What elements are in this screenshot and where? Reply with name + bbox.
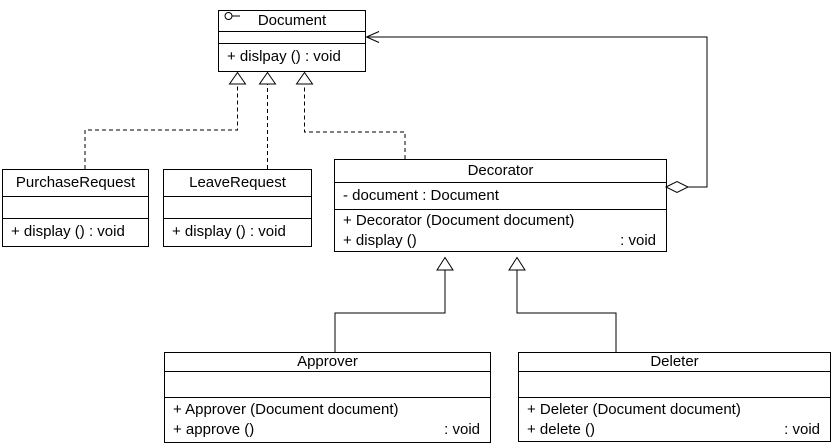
class-box-decorator: Decorator - document : Document + Decora… bbox=[334, 159, 667, 252]
hollow-triangle-arrowhead bbox=[508, 256, 526, 271]
method-display-leave-request: + display () : void bbox=[172, 223, 286, 241]
method-constructor-approver: + Approver (Document document) bbox=[173, 401, 399, 418]
hollow-triangle-arrowhead bbox=[436, 256, 454, 271]
class-methods-leave-request: + display () : void bbox=[164, 219, 311, 246]
class-box-deleter: Deleter + Deleter (Document document) + … bbox=[518, 352, 831, 442]
class-name-leave-request: LeaveRequest bbox=[189, 173, 286, 191]
class-attributes-purchase-request bbox=[3, 197, 148, 219]
realization-purchaserequest-document bbox=[84, 71, 247, 169]
class-title-purchase-request: PurchaseRequest bbox=[3, 170, 148, 197]
class-attributes-leave-request bbox=[164, 197, 311, 219]
method-display-document: + dislpay () : void bbox=[227, 48, 341, 66]
class-methods-decorator: + Decorator (Document document) + displa… bbox=[335, 210, 666, 251]
method-constructor-decorator: + Decorator (Document document) bbox=[343, 211, 575, 229]
realization-decorator-document bbox=[295, 71, 406, 159]
class-methods-document: + dislpay () : void bbox=[219, 44, 365, 71]
hollow-triangle-arrowhead bbox=[228, 71, 247, 85]
class-methods-approver: + Approver (Document document) + approve… bbox=[165, 398, 490, 442]
class-box-approver: Approver + Approver (Document document) … bbox=[164, 352, 491, 443]
class-name-decorator: Decorator bbox=[467, 161, 534, 179]
class-title-document: Document bbox=[219, 11, 365, 32]
method-delete: + delete () : void bbox=[527, 420, 820, 438]
method-approve: + approve () : void bbox=[173, 421, 480, 438]
generalization-approver-decorator bbox=[334, 256, 454, 352]
generalization-deleter-decorator bbox=[508, 256, 617, 352]
class-name-purchase-request: PurchaseRequest bbox=[15, 173, 136, 191]
open-arrowhead bbox=[365, 31, 380, 43]
realization-leaverequest-document bbox=[258, 71, 277, 169]
class-title-deleter: Deleter bbox=[519, 353, 830, 372]
hollow-diamond bbox=[664, 180, 690, 194]
class-attributes-approver bbox=[165, 372, 490, 398]
class-name-approver: Approver bbox=[297, 353, 358, 370]
hollow-triangle-arrowhead bbox=[258, 71, 277, 85]
method-display-decorator: + display () : void bbox=[343, 231, 656, 249]
class-name-deleter: Deleter bbox=[650, 353, 699, 370]
class-box-document: Document + dislpay () : void bbox=[218, 10, 366, 72]
class-title-decorator: Decorator bbox=[335, 160, 666, 183]
method-return-type: : void bbox=[784, 420, 820, 438]
class-attributes-decorator: - document : Document bbox=[335, 183, 666, 210]
method-return-type: : void bbox=[444, 421, 480, 438]
method-constructor-deleter: + Deleter (Document document) bbox=[527, 400, 741, 418]
hollow-triangle-arrowhead bbox=[295, 71, 314, 85]
class-attributes-document bbox=[219, 32, 365, 44]
class-methods-deleter: + Deleter (Document document) + delete (… bbox=[519, 398, 830, 441]
attribute-document: - document : Document bbox=[343, 186, 499, 204]
class-name-document: Document bbox=[257, 11, 327, 29]
class-methods-purchase-request: + display () : void bbox=[3, 219, 148, 246]
class-box-leave-request: LeaveRequest + display () : void bbox=[163, 169, 312, 247]
class-title-approver: Approver bbox=[165, 353, 490, 372]
method-display-purchase-request: + display () : void bbox=[11, 223, 125, 241]
class-title-leave-request: LeaveRequest bbox=[164, 170, 311, 197]
method-return-type: : void bbox=[620, 231, 656, 249]
class-box-purchase-request: PurchaseRequest + display () : void bbox=[2, 169, 149, 247]
class-attributes-deleter bbox=[519, 372, 830, 398]
